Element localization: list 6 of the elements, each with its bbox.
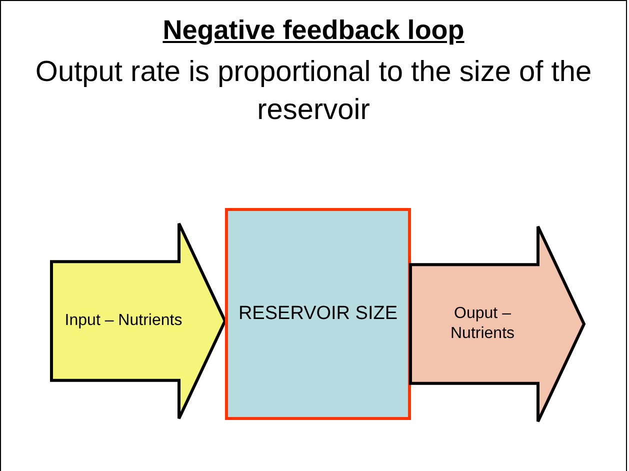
node-label: RESERVOIR SIZE — [238, 302, 398, 326]
reservoir-box — [225, 208, 411, 420]
node-label: Ouput – Nutrients — [449, 304, 516, 344]
node-label: Input – Nutrients — [64, 311, 182, 331]
subtitle: Output rate is proportional to the size of the reservoir — [34, 55, 593, 128]
title: Negative feedback loop — [162, 15, 466, 46]
